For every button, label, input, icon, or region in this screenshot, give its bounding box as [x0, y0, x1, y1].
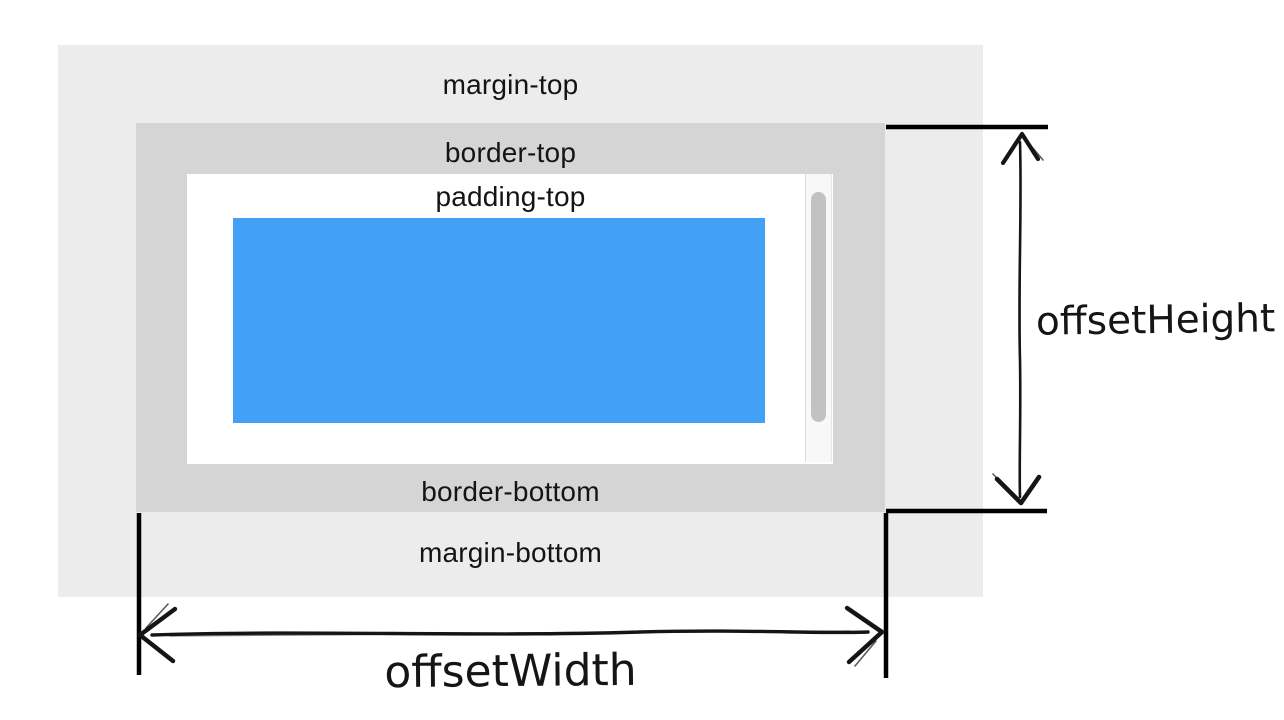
margin-bottom-label: margin-bottom [418, 537, 603, 568]
offset-height-label: offsetHeight [1035, 296, 1276, 345]
scrollbar-thumb[interactable] [811, 192, 826, 422]
margin-top-label: margin-top [442, 69, 579, 100]
border-top-label: border-top [444, 137, 577, 168]
padding-top-label: padding-top [435, 181, 586, 212]
border-bottom-label: border-bottom [421, 476, 600, 507]
scrollbar[interactable] [805, 174, 832, 462]
offset-width-label: offsetWidth [384, 644, 637, 699]
content-area [233, 218, 765, 423]
